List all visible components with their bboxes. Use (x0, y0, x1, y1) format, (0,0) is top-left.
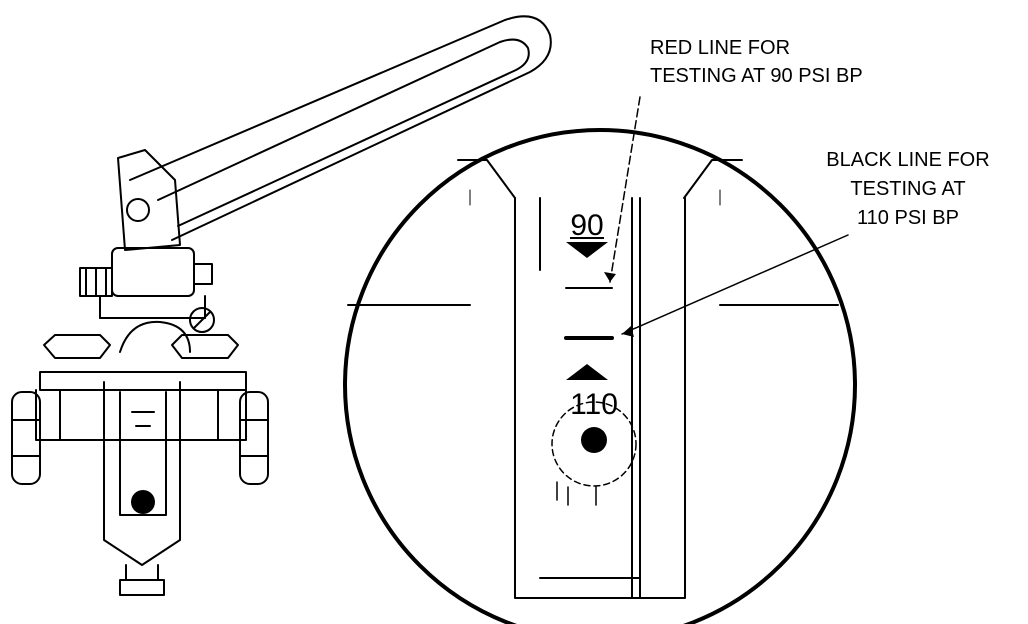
magnified-shoulder-left (457, 159, 516, 199)
left-indicator-ball (131, 490, 155, 514)
scale-label-110: 110 (570, 388, 618, 421)
magnifier-circle (343, 128, 857, 624)
black-line-label-2: TESTING AT (850, 178, 965, 200)
red-line-label-2: TESTING AT 90 PSI BP (650, 65, 863, 87)
valve-bonnet (79, 247, 215, 333)
scale-label-90: 90 (570, 209, 603, 242)
indicator-ball-outline (551, 401, 637, 487)
red-line-leader-arrowhead (604, 272, 616, 282)
black-line-label-3: 110 PSI BP (857, 207, 959, 229)
down-arrow-marker (566, 242, 608, 258)
black-line-leader-arrowhead (622, 326, 634, 337)
up-arrow-marker (566, 364, 608, 380)
sight-glass (514, 197, 686, 599)
red-line-label-1: RED LINE FOR (650, 37, 790, 59)
black-line-label-1: BLACK LINE FOR (826, 149, 989, 171)
magnified-shoulder-right (683, 159, 743, 199)
indicator-ball (581, 427, 607, 453)
valve-handle (117, 15, 552, 251)
red-line-leader (609, 96, 641, 283)
black-line-leader (621, 234, 849, 335)
magnified-view (343, 96, 857, 624)
valve-packing-nuts (43, 320, 239, 359)
valve-assembly (11, 15, 552, 596)
valve-body (11, 371, 269, 596)
